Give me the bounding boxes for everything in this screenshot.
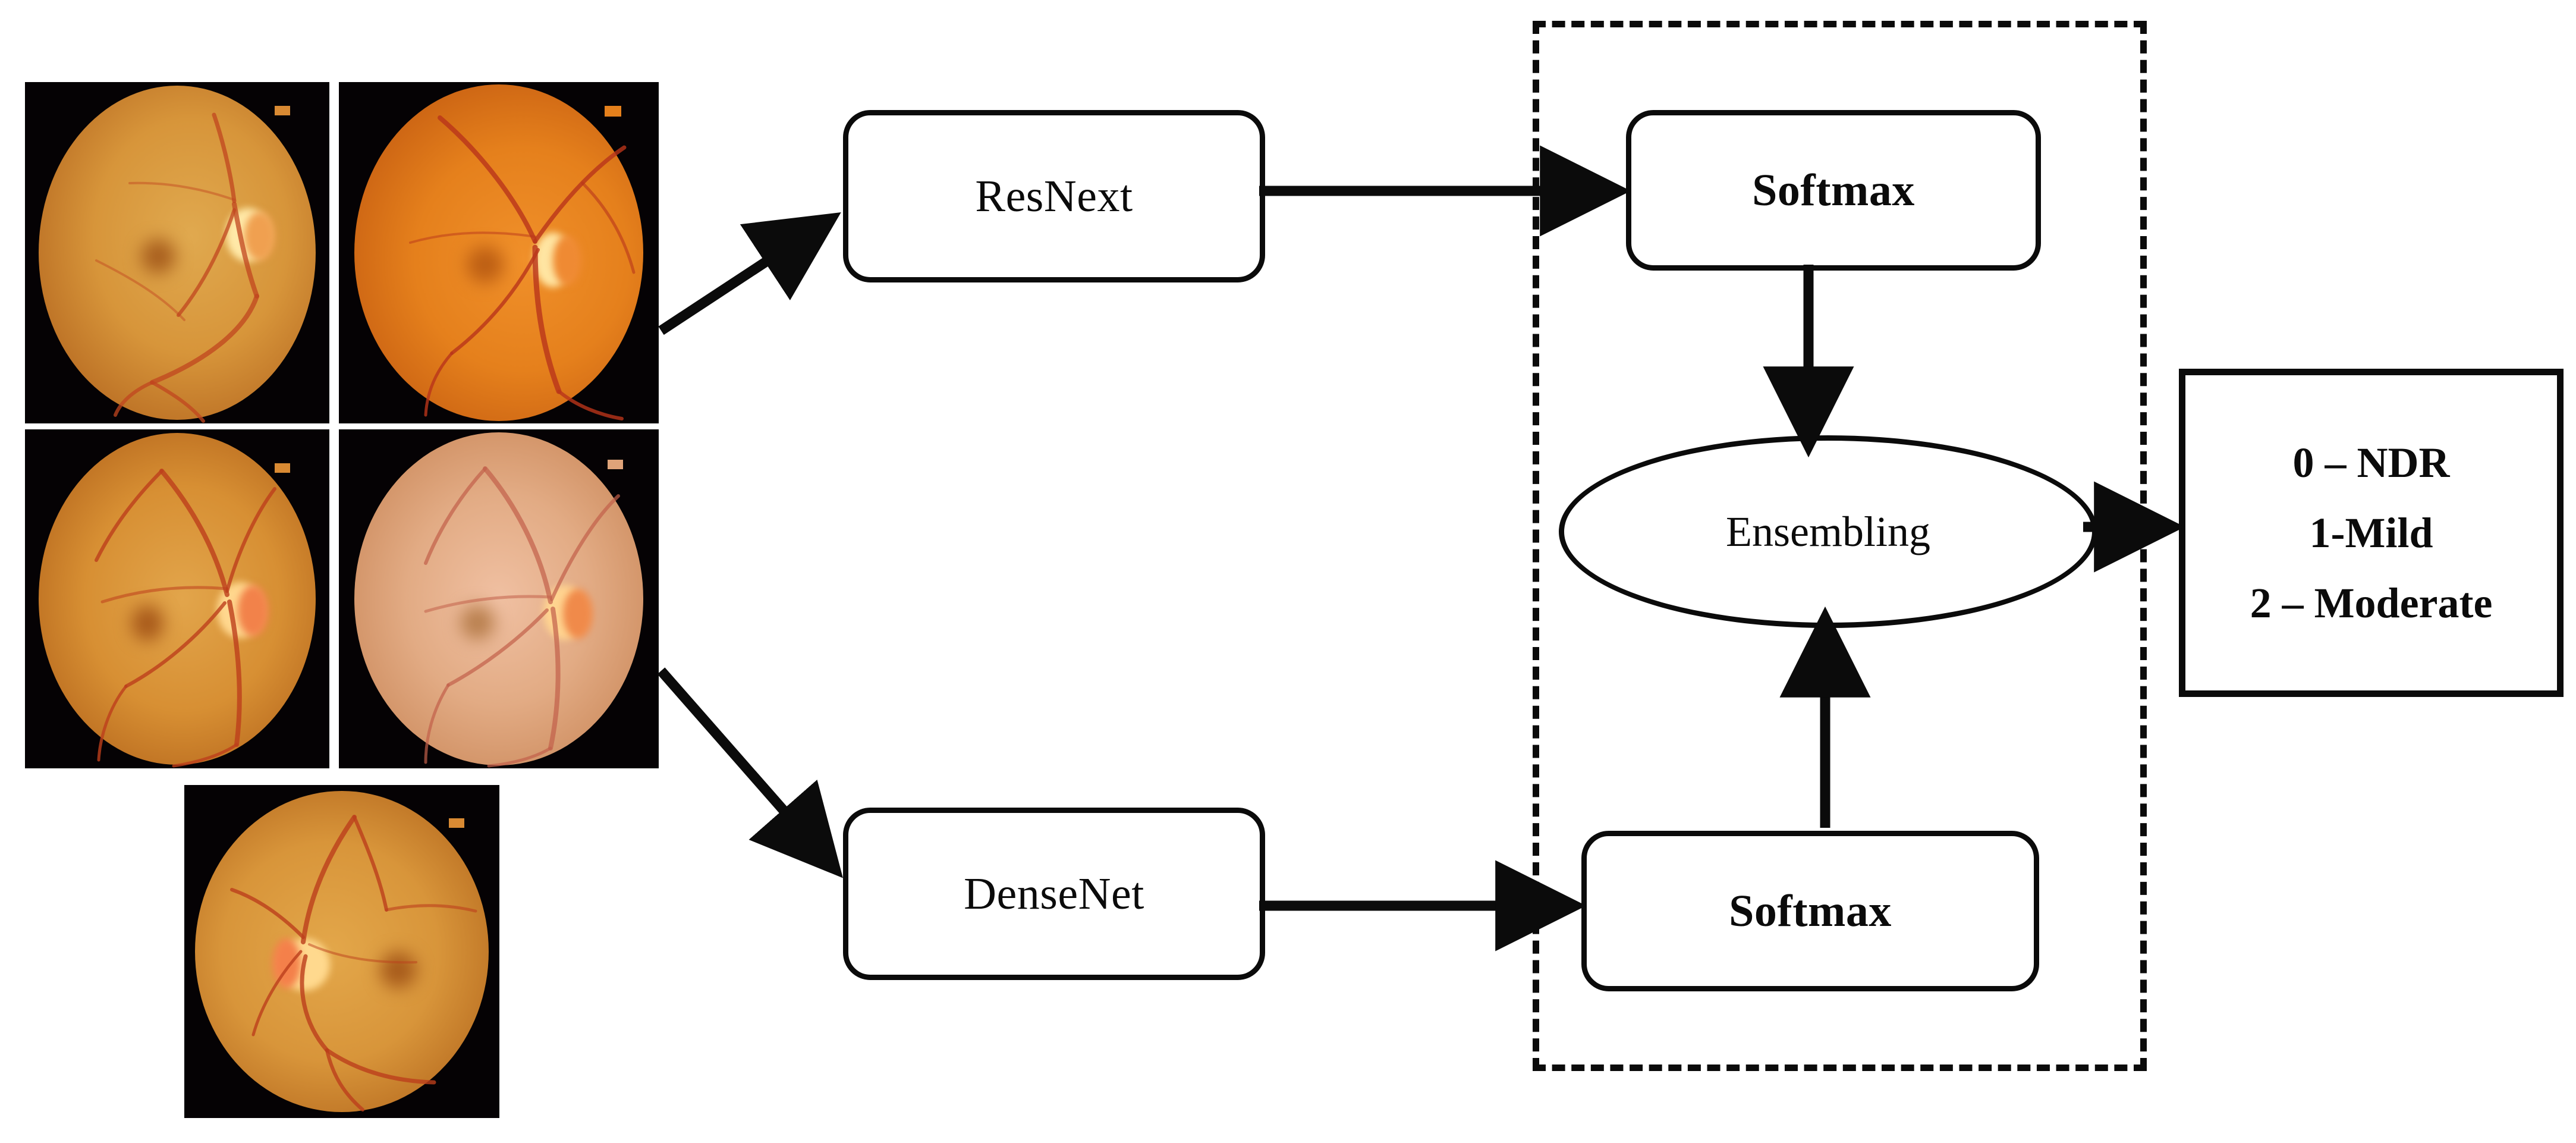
softmax-bottom-box[interactable]: Softmax — [1581, 831, 2039, 991]
fundus-image-5 — [184, 785, 499, 1118]
ensembling-label: Ensembling — [1726, 507, 1930, 555]
densenet-box[interactable]: DenseNet — [843, 808, 1265, 980]
densenet-label: DenseNet — [964, 868, 1144, 919]
fundus-image-3 — [25, 429, 329, 768]
ensembling-node[interactable]: Ensembling — [1559, 435, 2097, 628]
fundus-image-4 — [339, 429, 659, 768]
arrow-images-to-densenet — [657, 667, 843, 878]
vessel-overlay-4 — [424, 466, 620, 768]
output-class-box[interactable]: 0 – NDR 1-Mild 2 – Moderate — [2179, 369, 2564, 697]
vessel-overlay-5 — [230, 815, 477, 1111]
resnext-box[interactable]: ResNext — [843, 110, 1265, 282]
fundus-image-1 — [25, 82, 329, 423]
output-class-1: 1-Mild — [2309, 509, 2433, 557]
output-class-2: 2 – Moderate — [2250, 579, 2493, 627]
resnext-label: ResNext — [975, 171, 1133, 221]
softmax-top-label: Softmax — [1752, 165, 1915, 215]
softmax-top-box[interactable]: Softmax — [1626, 110, 2041, 271]
vessel-overlay-3 — [95, 469, 276, 768]
arrow-images-to-resnext — [658, 212, 841, 335]
vessel-overlay-1 — [95, 112, 259, 423]
fundus-image-2 — [339, 82, 659, 423]
softmax-bottom-label: Softmax — [1729, 885, 1892, 936]
output-class-0: 0 – NDR — [2292, 439, 2450, 486]
vessel-overlay-2 — [409, 115, 636, 420]
